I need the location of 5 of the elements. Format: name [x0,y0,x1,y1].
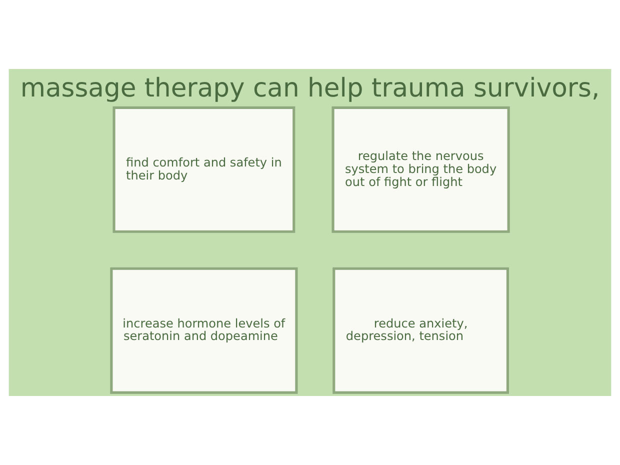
node-box: find comfort and safety in their body [112,106,296,233]
node-box: increase hormone levels of seratonin and dopeamine [110,267,298,394]
node-box: reduce anxiety, depression, tension [332,267,509,394]
diagram-title: massage therapy can help trauma survivors, [20,74,600,104]
node-box: regulate the nervous system to bring the body out of fight or flight [332,106,510,233]
